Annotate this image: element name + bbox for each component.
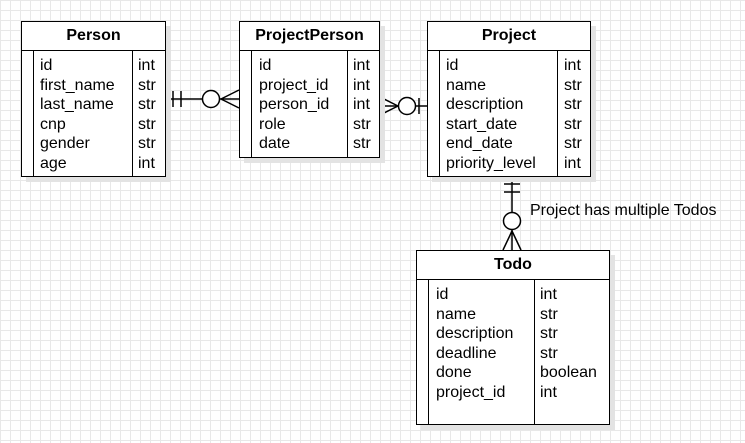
entity-body: id first_name last_name cnp gender age i… [22,51,165,176]
column-name: deadline [436,344,497,362]
crowfoot [220,89,240,100]
relationship-label-project-todo: Project has multiple Todos [530,202,717,219]
column-name: age [40,154,67,172]
entity-projectperson[interactable]: ProjectPerson id project_id person_id ro… [239,21,380,158]
key-column-strip [417,280,429,424]
column-type: int [564,154,581,172]
column-name: name [446,76,487,94]
column-types: int int int str str [353,56,371,154]
key-column-strip [240,51,252,157]
type-column-divider [534,280,609,424]
column-type: str [138,76,156,94]
entity-body: id project_id person_id role date int in… [240,51,379,157]
link-project-todo [502,177,522,251]
zero-circle [397,96,417,116]
column-type: int [353,57,370,74]
crowfoot [511,230,522,251]
column-names: id first_name last_name cnp gender age [40,56,115,174]
column-type: str [564,76,582,94]
type-column-divider [557,51,590,176]
column-type: int [353,76,370,94]
column-name: last_name [40,96,114,114]
entity-person[interactable]: Person id first_name last_name cnp gende… [21,21,166,177]
type-column-divider [347,51,379,157]
entity-body: id name description start_date end_date … [428,51,590,176]
column-name: description [436,325,514,343]
column-type: int [540,383,557,401]
column-types: int str str str str int [138,56,156,174]
column-types: int str str str boolean int [540,285,597,403]
type-column-divider [132,51,165,176]
column-type: boolean [540,364,597,382]
column-types: int str str str str int [564,56,582,174]
entity-title: ProjectPerson [240,22,379,51]
column-type: str [353,115,371,133]
key-column-strip [22,51,34,176]
column-name: start_date [446,115,518,133]
column-name: project_id [436,383,506,401]
column-name: date [259,135,291,153]
column-name: description [446,96,524,114]
crowfoot [379,96,399,107]
column-type: str [564,115,582,133]
column-name: id [436,286,449,303]
column-type: int [540,286,557,303]
column-name: person_id [259,96,330,114]
column-name: role [259,115,286,133]
column-type: str [564,96,582,114]
crowfoot [220,98,240,109]
column-type: str [564,135,582,153]
column-name: id [259,57,272,74]
column-name: gender [40,135,90,153]
entity-body: id name description deadline done projec… [417,280,609,424]
column-name: name [436,305,477,323]
column-type: str [138,135,156,153]
entity-todo[interactable]: Todo id name description deadline done p… [416,250,610,425]
zero-circle [201,89,221,109]
column-name: id [40,57,53,74]
column-type: int [138,154,155,172]
column-name: priority_level [446,154,536,172]
entity-title: Todo [417,251,609,280]
column-name: project_id [259,76,329,94]
link-projectperson-project [379,96,427,116]
column-type: int [138,57,155,74]
link-person-projectperson [166,89,240,109]
zero-circle [502,211,522,231]
crowfoot [379,105,399,116]
column-type: str [540,325,558,343]
column-type: str [353,135,371,153]
column-type: str [138,96,156,114]
column-name: first_name [40,76,115,94]
column-name: cnp [40,115,66,133]
column-type: int [564,57,581,74]
column-type: int [353,96,370,114]
column-names: id name description start_date end_date … [446,56,536,174]
column-names: id project_id person_id role date [259,56,329,154]
entity-project[interactable]: Project id name description start_date e… [427,21,591,177]
column-type: str [540,305,558,323]
crowfoot [502,230,513,251]
entity-title: Person [22,22,165,51]
column-type: str [138,115,156,133]
column-name: id [446,57,459,74]
key-column-strip [428,51,440,176]
column-name: end_date [446,135,513,153]
column-type: str [540,344,558,362]
column-name: done [436,364,472,382]
column-names: id name description deadline done projec… [436,285,513,403]
entity-title: Project [428,22,590,51]
